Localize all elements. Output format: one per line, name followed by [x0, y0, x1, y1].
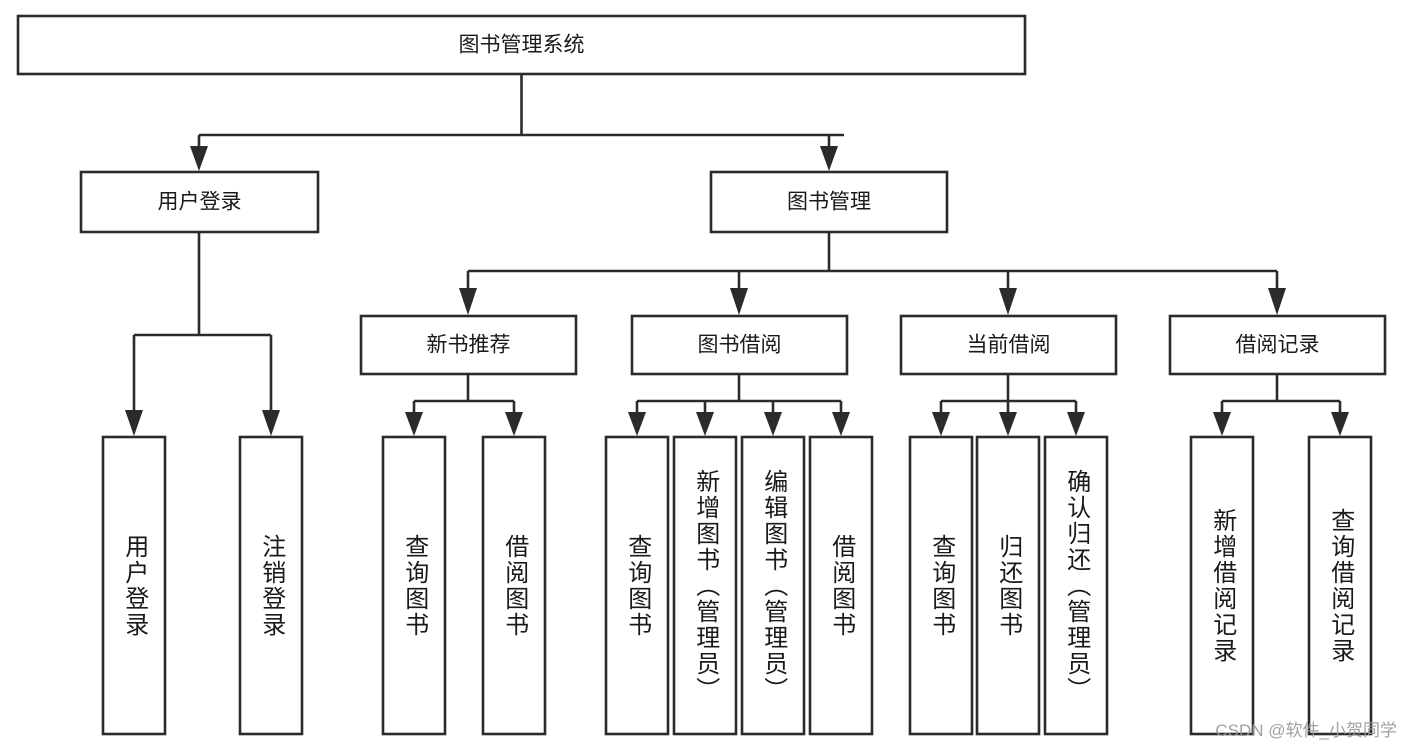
node-book-borrow[interactable]: 图书借阅 [630, 314, 849, 376]
arrowhead-new-book-recommend [459, 288, 477, 315]
node-current-borrow-box[interactable] [899, 314, 1118, 376]
node-root-box[interactable] [16, 14, 1027, 76]
node-book-manage-label: 图书管理 [787, 191, 871, 214]
node-root-label: 图书管理系统 [459, 34, 585, 57]
node-new-book-recommend-box[interactable] [359, 314, 578, 376]
arrowhead-leaf-user-logout [262, 410, 280, 436]
arrowhead-current-borrow [999, 288, 1017, 315]
arrowhead-leaf-rec-borrow-book [505, 412, 523, 436]
connector-group [125, 74, 1349, 436]
node-user-login-label: 用户登录 [158, 191, 242, 214]
node-leaf-record-query-box[interactable] [1307, 435, 1373, 736]
arrowhead-leaf-current-confirm-return [1067, 412, 1085, 436]
arrowhead-leaf-borrow-query-book [628, 412, 646, 436]
arrowhead-book-borrow [730, 288, 748, 315]
arrowhead-book-manage [820, 146, 838, 171]
node-book-borrow-label: 图书借阅 [698, 334, 782, 357]
leaf-box-group [101, 435, 1373, 736]
arrowhead-leaf-record-query [1331, 412, 1349, 436]
node-leaf-rec-borrow-book-box[interactable] [481, 435, 547, 736]
node-current-borrow[interactable]: 当前借阅 [899, 314, 1118, 376]
arrowhead-leaf-borrow-edit-book [764, 412, 782, 436]
node-leaf-user-login-box[interactable] [101, 435, 167, 736]
node-leaf-borrow-borrow-book-box[interactable] [808, 435, 874, 736]
node-borrow-record[interactable]: 借阅记录 [1168, 314, 1387, 376]
arrowhead-leaf-borrow-borrow-book [832, 412, 850, 436]
arrowhead-leaf-record-add [1213, 412, 1231, 436]
node-user-login-box[interactable] [79, 170, 320, 234]
node-new-book-recommend-label: 新书推荐 [427, 334, 511, 357]
node-leaf-borrow-add-book-box[interactable] [672, 435, 738, 736]
node-leaf-user-logout-box[interactable] [238, 435, 304, 736]
node-leaf-rec-query-book-box[interactable] [381, 435, 447, 736]
node-leaf-current-query-book-box[interactable] [908, 435, 974, 736]
node-current-borrow-label: 当前借阅 [967, 334, 1051, 357]
node-root[interactable]: 图书管理系统 [16, 14, 1027, 76]
node-leaf-borrow-query-book-box[interactable] [604, 435, 670, 736]
node-user-login[interactable]: 用户登录 [79, 170, 320, 234]
node-leaf-current-confirm-return-box[interactable] [1043, 435, 1109, 736]
node-borrow-record-label: 借阅记录 [1236, 334, 1320, 357]
node-leaf-borrow-edit-book-box[interactable] [740, 435, 806, 736]
node-book-borrow-box[interactable] [630, 314, 849, 376]
arrowhead-leaf-user-login [125, 410, 143, 436]
node-borrow-record-box[interactable] [1168, 314, 1387, 376]
arrowhead-leaf-current-query-book [932, 412, 950, 436]
arrowhead-user-login [190, 146, 208, 171]
node-leaf-record-add-box[interactable] [1189, 435, 1255, 736]
node-new-book-recommend[interactable]: 新书推荐 [359, 314, 578, 376]
arrowhead-leaf-rec-query-book [405, 412, 423, 436]
node-leaf-current-return-book-box[interactable] [975, 435, 1041, 736]
node-book-manage-box[interactable] [709, 170, 949, 234]
arrowhead-borrow-record [1268, 288, 1286, 315]
arrowhead-leaf-current-return-book [999, 412, 1017, 436]
arrowhead-leaf-borrow-add-book [696, 412, 714, 436]
csdn-watermark: CSDN @软件_小贺同学 [1215, 721, 1397, 740]
node-book-manage[interactable]: 图书管理 [709, 170, 949, 234]
